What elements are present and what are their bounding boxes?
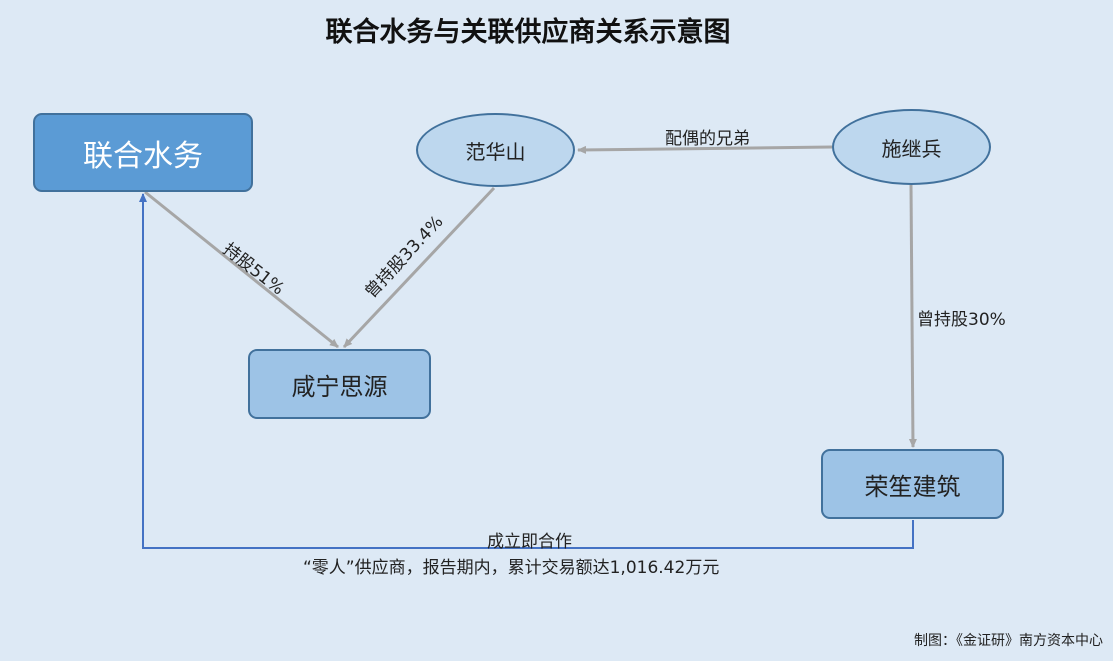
node-xianning-siyuan: 咸宁思源: [248, 349, 431, 419]
label-rongsheng-lianhe-line1: 成立即合作: [487, 532, 572, 552]
node-rongsheng-jianzhu: 荣笙建筑: [821, 449, 1004, 519]
label-rongsheng-lianhe-line2: “零人”供应商，报告期内，累计交易额达1,016.42万元: [303, 558, 720, 578]
edge-rongsheng-lianhe: [139, 193, 914, 549]
label-shijibing-rongsheng: 曾持股30%: [917, 310, 1006, 330]
edge-fanhuashan-xianning: [342, 186, 496, 349]
node-shijibing: 施继兵: [832, 109, 991, 185]
edge-shijibing-rongsheng: [908, 184, 917, 448]
credit-note: 制图：《金证研》南方资本中心: [914, 633, 1103, 649]
node-lianhe-shuiwu: 联合水务: [33, 113, 253, 192]
page-title: 联合水务与关联供应商关系示意图: [325, 17, 731, 48]
label-shijibing-fanhuashan: 配偶的兄弟: [665, 129, 750, 149]
edge-shijibing-fanhuashan: [577, 145, 833, 154]
edge-lianhe-xianning: [144, 190, 339, 349]
node-fanhuashan: 范华山: [416, 113, 575, 187]
